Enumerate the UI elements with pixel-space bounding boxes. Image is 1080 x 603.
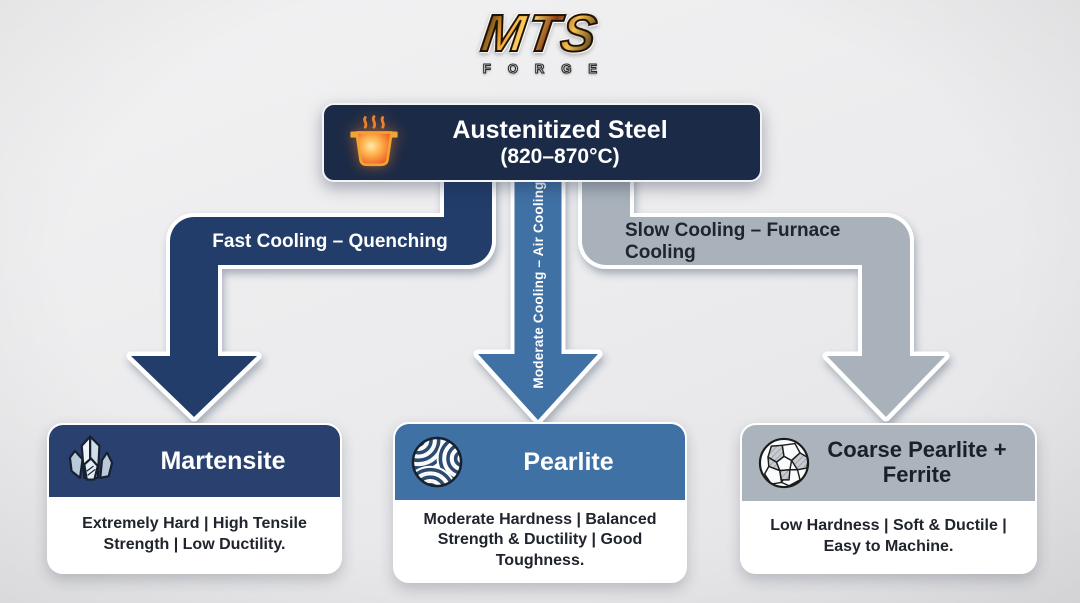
coarse-card-header: Coarse Pearlite + Ferrite xyxy=(742,425,1035,501)
logo-wordmark: MTS xyxy=(477,4,603,64)
grain-structure-icon xyxy=(758,437,810,489)
result-card-martensite: Martensite Extremely Hard | High Tensile… xyxy=(47,423,342,574)
crucible-fire-icon xyxy=(350,115,398,167)
root-subtitle: (820–870°C) xyxy=(500,144,620,168)
coarse-title: Coarse Pearlite + Ferrite xyxy=(827,437,1007,487)
coarse-description: Low Hardness | Soft & Ductile | Easy to … xyxy=(770,517,1007,555)
result-card-coarse-pearlite-ferrite: Coarse Pearlite + Ferrite Low Hardness |… xyxy=(740,423,1037,574)
branch-label-slow-cooling: Slow Cooling – Furnace Cooling xyxy=(625,220,841,263)
slow-cooling-arrow xyxy=(578,156,950,422)
branch-label-fast-cooling: Fast Cooling – Quenching xyxy=(212,231,448,252)
martensite-description: Extremely Hard | High Tensile Strength |… xyxy=(82,515,307,553)
branch-label-moderate-cooling: Moderate Cooling – Air Cooling xyxy=(530,181,546,389)
pearlite-card-header: Pearlite xyxy=(395,424,685,500)
logo: MTS FORGE xyxy=(0,4,1080,77)
result-card-pearlite: Pearlite Moderate Hardness | Balanced St… xyxy=(393,422,687,583)
moderate-cooling-arrow xyxy=(473,156,603,425)
root-node-text: Austenitized Steel (820–870°C) xyxy=(416,116,667,169)
crystal-icon xyxy=(68,435,114,481)
martensite-card-header: Martensite xyxy=(49,425,340,497)
martensite-title: Martensite xyxy=(160,447,286,475)
pearlite-title: Pearlite xyxy=(523,448,614,476)
lamellar-pattern-icon xyxy=(411,436,463,488)
root-node-austenitized-steel: Austenitized Steel (820–870°C) xyxy=(322,103,762,182)
logo-forge-text: FORGE xyxy=(482,60,615,76)
pearlite-description: Moderate Hardness | Balanced Strength & … xyxy=(423,510,657,569)
fast-cooling-arrow xyxy=(126,156,496,422)
root-title: Austenitized Steel xyxy=(452,116,668,145)
